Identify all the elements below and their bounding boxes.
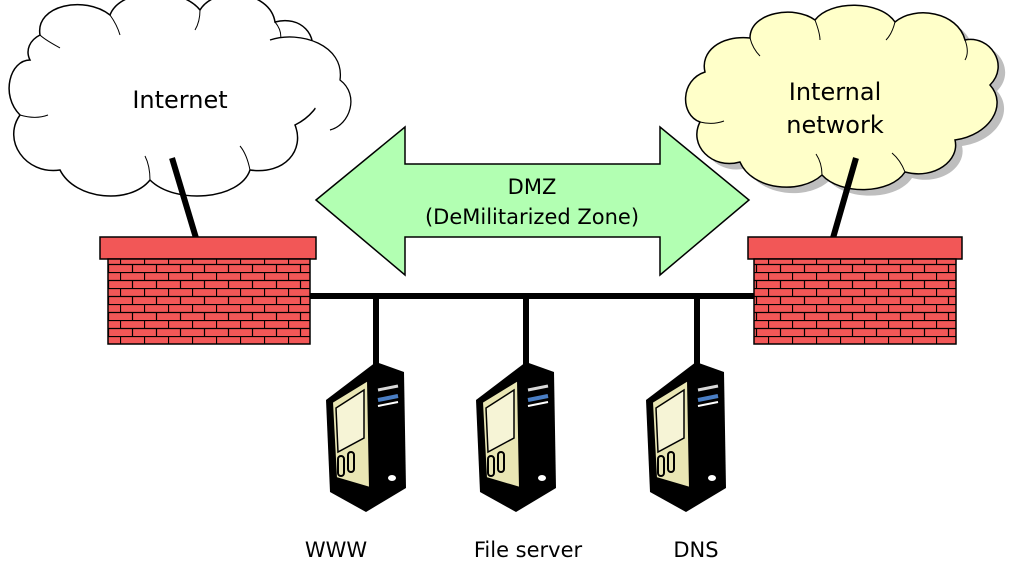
internal-network-label-line2: network: [786, 111, 884, 139]
internet-cloud: [8, 0, 352, 197]
firewall-left: [99, 236, 317, 345]
internet-label: Internet: [132, 86, 228, 114]
file-server-icon: [474, 360, 558, 514]
dmz-label-line2: (DeMilitarized Zone): [424, 205, 640, 229]
internal-link: [830, 157, 859, 239]
dmz-label: DMZ (DeMilitarized Zone): [392, 172, 672, 232]
dmz-arrow: [314, 125, 751, 277]
internet-link: [169, 157, 199, 239]
firewall-right: [747, 236, 963, 345]
internal-network-label: Internal network: [760, 76, 910, 142]
www-server-icon: [324, 360, 408, 514]
file-server-label: File server: [473, 538, 583, 562]
dns-server-icon: [644, 360, 728, 514]
internal-network-cloud: [684, 4, 1006, 196]
dmz-label-line1: DMZ: [507, 175, 557, 199]
www-label: WWW: [304, 538, 368, 562]
internal-network-label-line1: Internal: [788, 78, 882, 106]
dns-label: DNS: [673, 538, 719, 562]
